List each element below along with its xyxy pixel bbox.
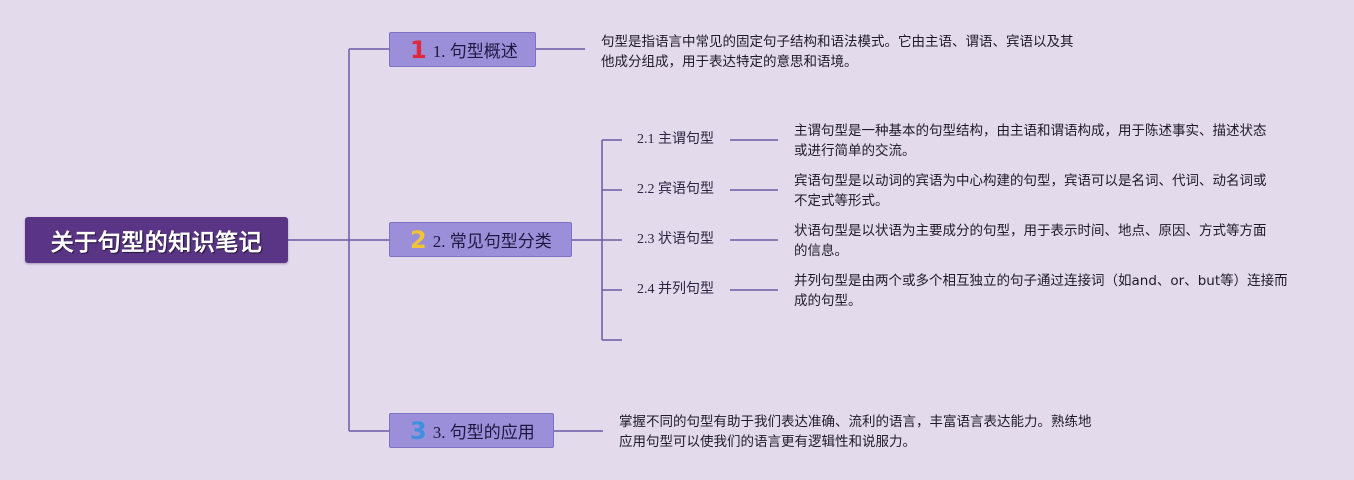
desc-line: 掌握不同的句型有助于我们表达准确、流利的语言，丰富语言表达能力。熟练地 [619, 414, 1092, 430]
branch-node-3[interactable]: 3 3. 句型的应用 [389, 413, 554, 448]
root-node[interactable]: 关于句型的知识笔记 [25, 217, 288, 263]
sub-2-3-description: 状语句型是以状语为主要成分的句型，用于表示时间、地点、原因、方式等方面 的信息。 [794, 221, 1267, 261]
branch-3-description: 掌握不同的句型有助于我们表达准确、流利的语言，丰富语言表达能力。熟练地 应用句型… [619, 412, 1092, 452]
branch-node-1[interactable]: 1 1. 句型概述 [389, 32, 536, 67]
desc-line: 宾语句型是以动词的宾语为中心构建的句型，宾语可以是名词、代词、动名词或 [794, 173, 1267, 189]
sub-node-2-2[interactable]: 2.2 宾语句型 [637, 182, 714, 197]
sub-node-2-3[interactable]: 2.3 状语句型 [637, 232, 714, 247]
desc-line: 的信息。 [794, 243, 848, 259]
desc-line: 成的句型。 [794, 293, 862, 309]
branch-label: 1. 句型概述 [432, 42, 518, 61]
branch-node-2[interactable]: 2 2. 常见句型分类 [389, 222, 572, 257]
desc-line: 他成分组成，用于表达特定的意思和语境。 [601, 54, 858, 70]
desc-line: 或进行简单的交流。 [794, 143, 916, 159]
sub-2-1-description: 主谓句型是一种基本的句型结构，由主语和谓语构成，用于陈述事实、描述状态 或进行简… [794, 121, 1267, 161]
desc-line: 并列句型是由两个或多个相互独立的句子通过连接词（如and、or、but等）连接而 [794, 273, 1288, 289]
desc-line: 不定式等形式。 [794, 193, 889, 209]
sub-node-2-4[interactable]: 2.4 并列句型 [637, 282, 714, 297]
sub-2-2-description: 宾语句型是以动词的宾语为中心构建的句型，宾语可以是名词、代词、动名词或 不定式等… [794, 171, 1267, 211]
branch-1-description: 句型是指语言中常见的固定句子结构和语法模式。它由主语、谓语、宾语以及其 他成分组… [601, 32, 1074, 72]
branch-label: 2. 常见句型分类 [432, 232, 552, 251]
root-title: 关于句型的知识笔记 [50, 230, 263, 256]
sub-2-4-description: 并列句型是由两个或多个相互独立的句子通过连接词（如and、or、but等）连接而… [794, 271, 1288, 311]
desc-line: 状语句型是以状语为主要成分的句型，用于表示时间、地点、原因、方式等方面 [794, 223, 1267, 239]
desc-line: 应用句型可以使我们的语言更有逻辑性和说服力。 [619, 434, 916, 450]
number-2-icon: 2 [410, 225, 427, 254]
desc-line: 句型是指语言中常见的固定句子结构和语法模式。它由主语、谓语、宾语以及其 [601, 34, 1074, 50]
sub-node-2-1[interactable]: 2.1 主谓句型 [637, 132, 714, 147]
number-3-icon: 3 [410, 416, 427, 445]
branch-label: 3. 句型的应用 [432, 423, 535, 442]
desc-line: 主谓句型是一种基本的句型结构，由主语和谓语构成，用于陈述事实、描述状态 [794, 123, 1267, 139]
number-1-icon: 1 [410, 35, 427, 64]
